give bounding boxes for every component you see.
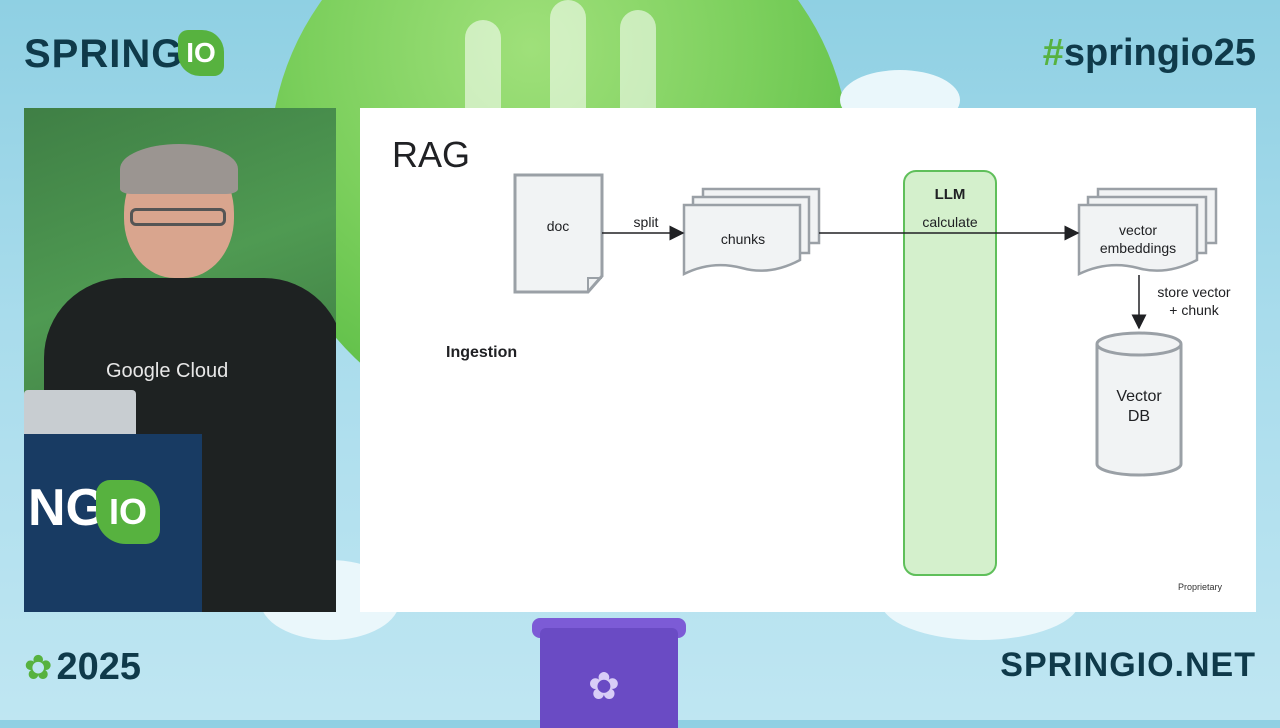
shirt-text: Google Cloud bbox=[106, 360, 229, 382]
vector-db-body bbox=[1095, 344, 1183, 477]
speaker-video: Google Cloud NG IO bbox=[24, 108, 336, 612]
site-url: SPRINGIO.NET bbox=[1000, 646, 1256, 684]
vector-db-label-line1: Vector bbox=[1116, 388, 1162, 405]
presentation-slide: RAG doc split chunks LLM calculate vecto… bbox=[360, 108, 1256, 612]
event-hashtag: #springio25 bbox=[1043, 32, 1256, 75]
llm-subtitle: calculate bbox=[922, 214, 978, 230]
doc-label: doc bbox=[546, 218, 570, 234]
lectern-text: NG bbox=[28, 479, 106, 537]
vector-db-top bbox=[1095, 331, 1183, 357]
store-label-line1: store vector bbox=[1157, 284, 1231, 300]
balloon-basket bbox=[540, 628, 678, 728]
lectern-badge: IO bbox=[96, 480, 160, 544]
vector-embeddings-label-line1: vector bbox=[1118, 222, 1158, 238]
flower-logo-icon: ✿ bbox=[24, 649, 53, 687]
flower-logo-icon: ✿ bbox=[588, 666, 620, 708]
laptop bbox=[24, 390, 136, 438]
proprietary-note: Proprietary bbox=[1177, 582, 1222, 592]
year-text: 2025 bbox=[56, 646, 142, 688]
split-label: split bbox=[633, 214, 659, 230]
llm-title: LLM bbox=[934, 186, 966, 203]
spring-io-logo-text: SPRING bbox=[24, 32, 184, 76]
slide-title: RAG bbox=[392, 134, 471, 175]
hashtag-text: springio25 bbox=[1063, 32, 1256, 74]
vector-db-label-line2: DB bbox=[1127, 408, 1151, 425]
hash-symbol: # bbox=[1042, 32, 1064, 74]
event-year: ✿2025 bbox=[24, 646, 141, 689]
speaker-hair bbox=[120, 144, 238, 194]
llm-column bbox=[903, 170, 997, 576]
doc-fold bbox=[587, 277, 602, 292]
glasses bbox=[130, 208, 226, 226]
chunks-label: chunks bbox=[720, 231, 766, 247]
chunks-stack-front bbox=[682, 203, 802, 277]
embeddings-stack-front bbox=[1077, 203, 1199, 276]
vector-embeddings-label-line2: embeddings bbox=[1099, 240, 1177, 256]
spring-io-badge: IO bbox=[178, 30, 224, 76]
doc-shape bbox=[513, 173, 604, 294]
rag-diagram bbox=[513, 170, 1218, 576]
store-label-line2: + chunk bbox=[1169, 302, 1219, 318]
ingestion-label: Ingestion bbox=[446, 344, 518, 361]
